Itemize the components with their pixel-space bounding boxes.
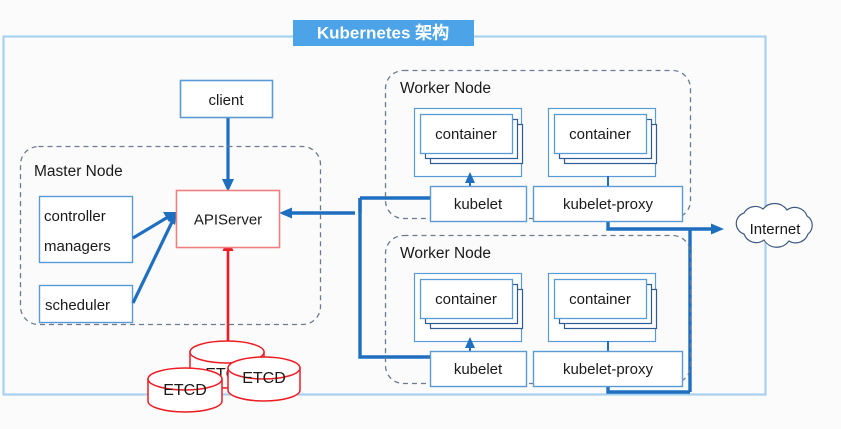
etcd-cylinder-right[interactable]: ETCD [227, 356, 301, 402]
worker-node-1-kubelet-proxy-label: kubelet-proxy [563, 196, 654, 213]
connector-apiserver-kubelets [290, 196, 430, 359]
apiserver-label: APIServer [194, 212, 262, 229]
etcd-cylinder-front[interactable]: ETCD [147, 367, 223, 413]
worker-node-2-kubelet-box[interactable] [429, 350, 528, 388]
worker-node-2-container-2-label: container [569, 291, 631, 308]
etcd-label-front: ETCD [163, 382, 207, 399]
worker-node-1-kubelet-label: kubelet [454, 196, 503, 213]
worker-node-1-container-1-label: container [435, 126, 497, 143]
worker-node-2-pod-2[interactable]: container [547, 272, 658, 343]
title-band [293, 20, 474, 46]
controller-managers-box[interactable] [38, 195, 134, 264]
worker-node-1-pod-1[interactable]: container [413, 107, 524, 178]
worker-node-2-kubelet-proxy-box[interactable] [532, 350, 684, 388]
connector-controllers-apiserver [132, 215, 169, 240]
worker-node-2-kubelet-label: kubelet [454, 361, 503, 378]
controller-managers-label-line2: managers [44, 238, 111, 255]
worker-node-2: Worker Node container container [384, 234, 692, 388]
internet-cloud[interactable]: Internet [735, 202, 813, 248]
scheduler-label: scheduler [45, 297, 110, 314]
client-box[interactable] [179, 79, 274, 119]
arrowhead-into-internet [711, 223, 724, 235]
connector-wn1-kubelet-pod [465, 172, 475, 186]
worker-node-1-kubelet-proxy-box[interactable] [532, 185, 684, 223]
worker-node-1-label: Worker Node [400, 80, 491, 97]
worker-node-1-kubelet-box[interactable] [429, 185, 528, 223]
scheduler-box[interactable] [38, 284, 134, 324]
controller-managers-label-line1: controller [44, 208, 106, 225]
connector-wn2-kubelet-pod [465, 337, 475, 351]
apiserver-box[interactable] [175, 189, 281, 249]
client-label: client [208, 92, 244, 109]
connector-scheduler-apiserver [131, 221, 174, 304]
worker-node-1-container-2-label: container [569, 126, 631, 143]
master-node-label: Master Node [34, 163, 123, 180]
etcd-label-right: ETCD [242, 370, 286, 387]
worker-node-1: Worker Node container container [384, 69, 692, 223]
worker-node-1-pod-2[interactable]: container [547, 107, 658, 178]
arrowhead-into-apiserver [279, 207, 292, 219]
connector-apiserver-etcd [222, 238, 234, 358]
connector-client-apiserver [222, 117, 234, 192]
arrowhead-scheduler-apiserver [165, 212, 177, 225]
worker-node-2-kubelet-proxy-label: kubelet-proxy [563, 361, 654, 378]
diagram-title: Kubernetes 架构 [317, 23, 449, 43]
master-node-boundary [19, 145, 322, 326]
worker-node-2-label: Worker Node [400, 245, 491, 262]
internet-label: Internet [750, 221, 802, 238]
worker-node-2-container-1-label: container [435, 291, 497, 308]
worker-node-2-pod-1[interactable]: container [413, 272, 524, 343]
